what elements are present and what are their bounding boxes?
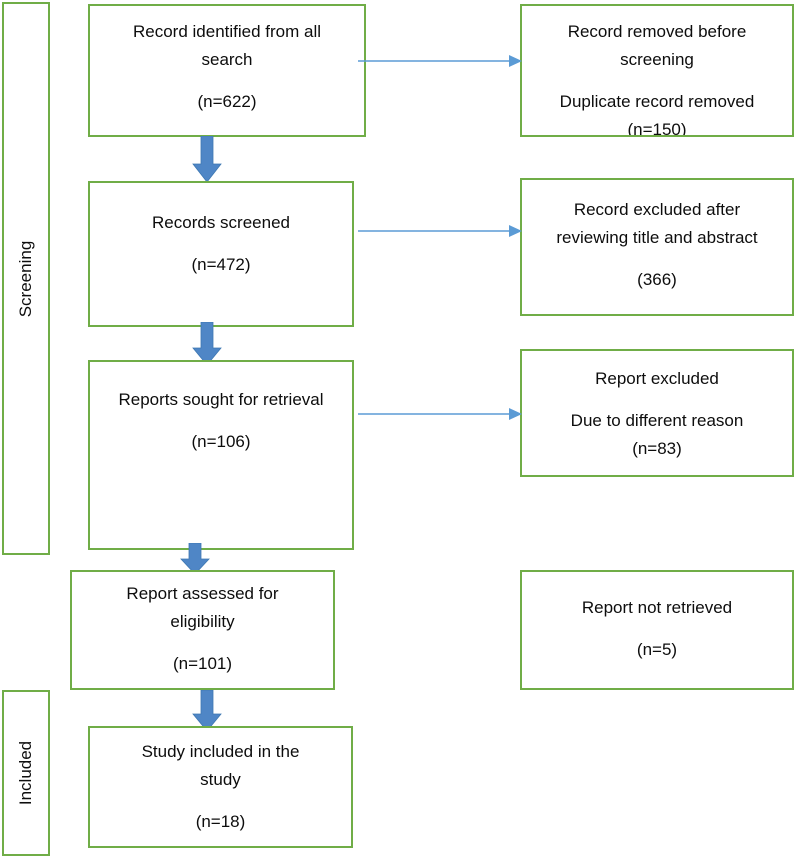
box-records-screened: Records screened (n=472) — [88, 181, 354, 327]
spacer — [522, 393, 792, 407]
box-removed-before-screening-line1: Record removed before — [567, 22, 747, 41]
phase-label-included: Included — [2, 690, 50, 856]
spacer — [522, 252, 792, 266]
connector-screened-to-excluded — [358, 222, 524, 240]
connector-sought-to-reports-excluded — [358, 405, 524, 423]
box-identification-line1: Record identified from all — [132, 22, 322, 41]
box-removed-before-screening-line2: screening — [620, 50, 694, 69]
box-records-excluded: Record excluded after reviewing title an… — [520, 178, 794, 316]
spacer — [90, 237, 352, 251]
box-reports-assessed-count: (n=101) — [172, 654, 233, 673]
phase-label-screening-text: Screening — [16, 240, 35, 317]
spacer — [90, 74, 364, 88]
box-reports-assessed-line2: eligibility — [170, 612, 235, 631]
box-reports-not-retrieved-line1: Report not retrieved — [581, 598, 733, 617]
box-identification-count: (n=622) — [197, 92, 257, 111]
box-reports-excluded-count: (n=83) — [632, 439, 682, 458]
box-studies-included-count: (n=18) — [195, 812, 246, 831]
box-removed-before-screening-line3: Duplicate record removed — [559, 92, 755, 111]
spacer — [522, 74, 792, 88]
box-records-screened-line1: Records screened — [152, 213, 290, 232]
box-reports-not-retrieved: Report not retrieved (n=5) — [520, 570, 794, 690]
box-reports-sought-count: (n=106) — [191, 432, 251, 451]
box-studies-included: Study included in the study (n=18) — [88, 726, 353, 848]
box-reports-assessed: Report assessed for eligibility (n=101) — [70, 570, 335, 690]
box-reports-excluded: Report excluded Due to different reason … — [520, 349, 794, 477]
arrow-assessed-to-included — [192, 690, 222, 732]
spacer — [522, 622, 792, 636]
arrow-screened-to-sought — [192, 322, 222, 366]
box-identification-line2: search — [201, 50, 253, 69]
box-reports-sought-line1: Reports sought for retrieval — [118, 390, 324, 409]
box-studies-included-line1: Study included in the — [141, 742, 300, 761]
box-reports-assessed-line1: Report assessed for — [126, 584, 279, 603]
spacer — [90, 794, 351, 808]
box-studies-included-line2: study — [200, 770, 241, 789]
box-reports-not-retrieved-count: (n=5) — [636, 640, 678, 659]
box-records-excluded-count: (366) — [637, 270, 677, 289]
spacer — [72, 636, 333, 650]
box-records-screened-count: (n=472) — [191, 255, 251, 274]
box-removed-before-screening-count: (n=150) — [627, 120, 687, 137]
box-reports-excluded-line1: Report excluded — [595, 369, 719, 388]
spacer — [90, 414, 352, 428]
connector-identification-to-removed — [358, 52, 524, 70]
box-records-excluded-line2: reviewing title and abstract — [556, 228, 758, 247]
box-reports-excluded-line2: Due to different reason — [570, 411, 744, 430]
box-reports-sought: Reports sought for retrieval (n=106) — [88, 360, 354, 550]
phase-label-screening: Screening — [2, 2, 50, 555]
box-removed-before-screening: Record removed before screening Duplicat… — [520, 4, 794, 137]
phase-label-included-text: Included — [16, 740, 35, 806]
arrow-sought-to-assessed — [180, 543, 210, 575]
box-records-excluded-line1: Record excluded after — [573, 200, 741, 219]
box-identification: Record identified from all search (n=622… — [88, 4, 366, 137]
arrow-identification-to-screened — [192, 136, 222, 184]
